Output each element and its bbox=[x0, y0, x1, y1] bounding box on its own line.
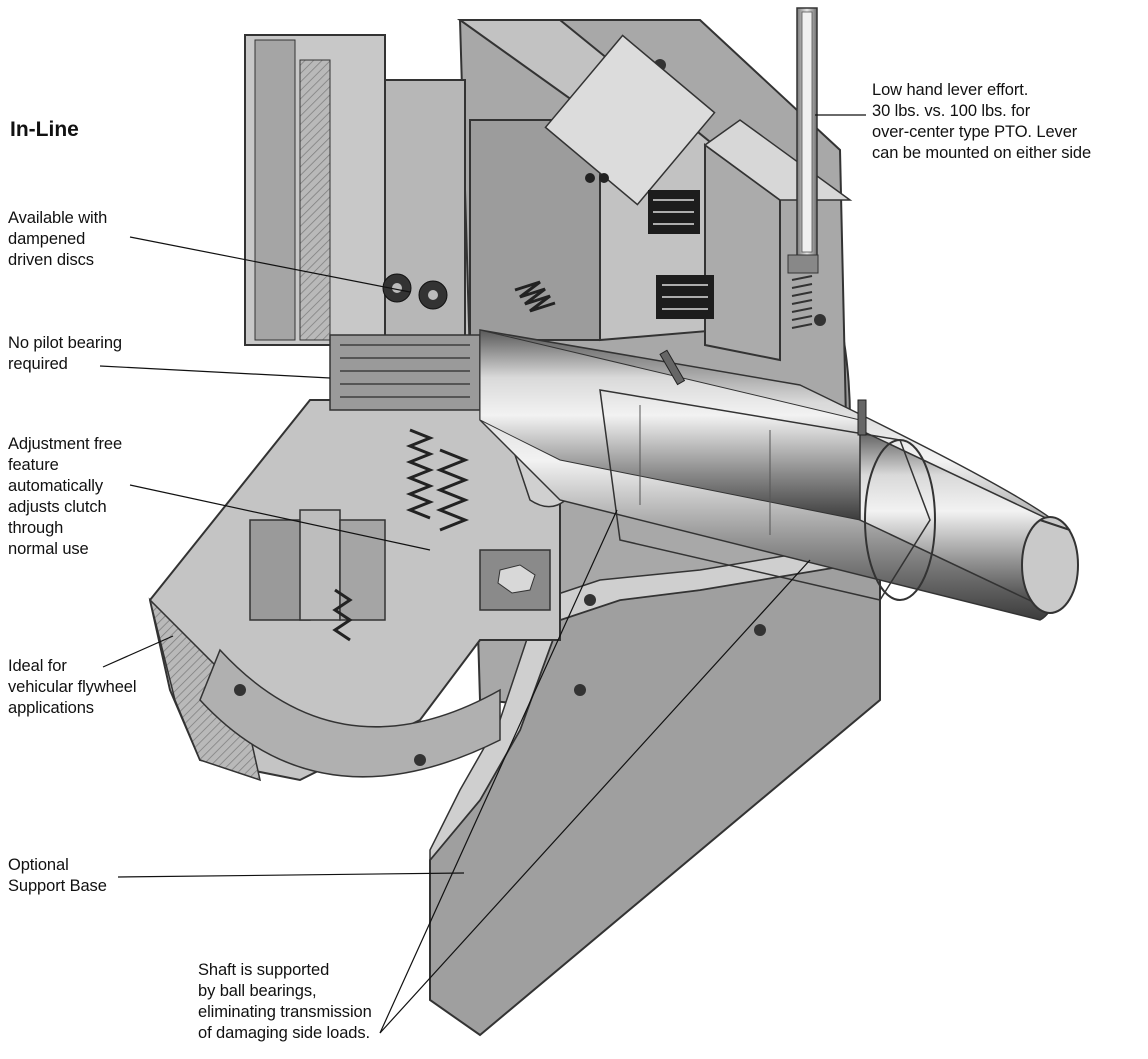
callout-dampened-discs: Available with dampened driven discs bbox=[8, 208, 107, 271]
leader-bearing-2 bbox=[379, 559, 811, 1034]
leader-bearing-1 bbox=[379, 509, 618, 1034]
callout-line: Shaft is supported bbox=[198, 961, 330, 979]
leader-pilot bbox=[99, 365, 331, 379]
callout-line: dampened bbox=[8, 230, 86, 248]
callout-line: of damaging side loads. bbox=[198, 1024, 370, 1042]
callout-support-base: Optional Support Base bbox=[8, 855, 107, 897]
callout-line: applications bbox=[8, 699, 94, 717]
callout-line: vehicular flywheel bbox=[8, 678, 137, 696]
diagram-title: In-Line bbox=[10, 118, 79, 141]
leader-lines bbox=[99, 114, 866, 1034]
callout-line: 30 lbs. vs. 100 lbs. for bbox=[872, 102, 1031, 120]
flywheel-housing bbox=[148, 399, 596, 782]
callout-line: Adjustment free bbox=[8, 435, 123, 453]
callout-line: can be mounted on either side bbox=[872, 144, 1092, 162]
callout-lever: Low hand lever effort. 30 lbs. vs. 100 l… bbox=[872, 80, 1091, 164]
callout-line: Optional bbox=[8, 856, 69, 874]
leader-discs bbox=[129, 236, 411, 293]
leader-flywheel bbox=[102, 635, 174, 668]
leader-base bbox=[117, 872, 465, 878]
upper-clutch-housing bbox=[244, 19, 721, 351]
callout-adjustment-free: Adjustment free feature automatically ad… bbox=[8, 434, 122, 560]
callout-line: required bbox=[8, 355, 68, 373]
callout-flywheel: Ideal for vehicular flywheel application… bbox=[8, 656, 137, 719]
callout-line: adjusts clutch bbox=[8, 498, 107, 516]
callout-line: Ideal for bbox=[8, 657, 67, 675]
hand-lever bbox=[787, 7, 819, 329]
leader-adjust bbox=[129, 484, 431, 551]
callout-line: feature bbox=[8, 456, 59, 474]
callout-line: through bbox=[8, 519, 64, 537]
callout-line: No pilot bearing bbox=[8, 334, 122, 352]
callout-pilot-bearing: No pilot bearing required bbox=[8, 333, 122, 375]
callout-line: automatically bbox=[8, 477, 103, 495]
callout-line: Low hand lever effort. bbox=[872, 81, 1029, 99]
callout-line: Available with bbox=[8, 209, 108, 227]
callout-line: normal use bbox=[8, 540, 89, 558]
callout-line: driven discs bbox=[8, 251, 94, 269]
callout-ball-bearings: Shaft is supported by ball bearings, eli… bbox=[198, 960, 372, 1044]
callout-line: eliminating transmission bbox=[198, 1003, 372, 1021]
callout-line: by ball bearings, bbox=[198, 982, 317, 1000]
callout-line: over-center type PTO. Lever bbox=[872, 123, 1078, 141]
main-shaft bbox=[329, 329, 1079, 621]
callout-line: Support Base bbox=[8, 877, 107, 895]
